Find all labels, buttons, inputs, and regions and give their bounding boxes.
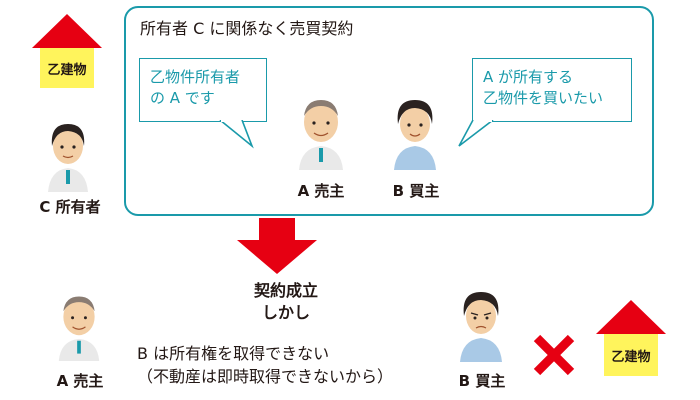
speech-bubble-seller: 乙物件所有者 の A です bbox=[139, 58, 267, 122]
house-roof-bottom bbox=[596, 300, 666, 334]
person-b-buyer-bottom-label: B 買主 bbox=[458, 372, 506, 390]
bubble-buyer-line2: 乙物件を買いたい bbox=[483, 89, 604, 107]
person-b-buyer-bottom-avatar bbox=[458, 286, 504, 362]
contract-result: 契約成立 しかし bbox=[236, 280, 336, 324]
speech-bubble-buyer: A が所有する 乙物件を買いたい bbox=[472, 58, 632, 122]
frame-title: 所有者 C に関係なく売買契約 bbox=[140, 19, 354, 38]
bubble-seller-line2: の A です bbox=[150, 89, 215, 107]
house-icon-bottom: 乙建物 bbox=[596, 300, 666, 380]
bubble-seller-line1: 乙物件所有者 bbox=[150, 68, 241, 86]
bubble-tail-seller bbox=[219, 120, 254, 149]
person-a-seller-avatar bbox=[296, 94, 346, 170]
house-icon-top: 乙建物 bbox=[32, 14, 102, 88]
person-a-seller-label: A 売主 bbox=[297, 182, 345, 200]
down-arrow-icon bbox=[237, 218, 317, 274]
explanation-line2: （不動産は即時取得できないから） bbox=[137, 367, 394, 386]
person-c-avatar bbox=[46, 118, 90, 192]
person-a-seller-bottom-avatar bbox=[56, 290, 102, 362]
house-label-bottom: 乙建物 bbox=[604, 334, 658, 376]
person-c-label: C 所有者 bbox=[39, 198, 101, 216]
cross-icon bbox=[533, 334, 575, 376]
house-roof bbox=[32, 14, 102, 48]
person-b-buyer-avatar bbox=[392, 94, 438, 170]
person-a-seller-bottom-label: A 売主 bbox=[56, 372, 104, 390]
house-label-top: 乙建物 bbox=[40, 48, 94, 88]
bubble-buyer-line1: A が所有する bbox=[483, 68, 574, 86]
result-line2: しかし bbox=[261, 303, 310, 322]
explanation-text: B は所有権を取得できない （不動産は即時取得できないから） bbox=[137, 342, 393, 388]
bubble-tail-buyer bbox=[458, 120, 494, 147]
explanation-line1: B は所有権を取得できない bbox=[137, 344, 330, 363]
person-b-buyer-label: B 買主 bbox=[392, 182, 440, 200]
contract-frame bbox=[124, 6, 654, 216]
result-line1: 契約成立 bbox=[253, 281, 318, 300]
